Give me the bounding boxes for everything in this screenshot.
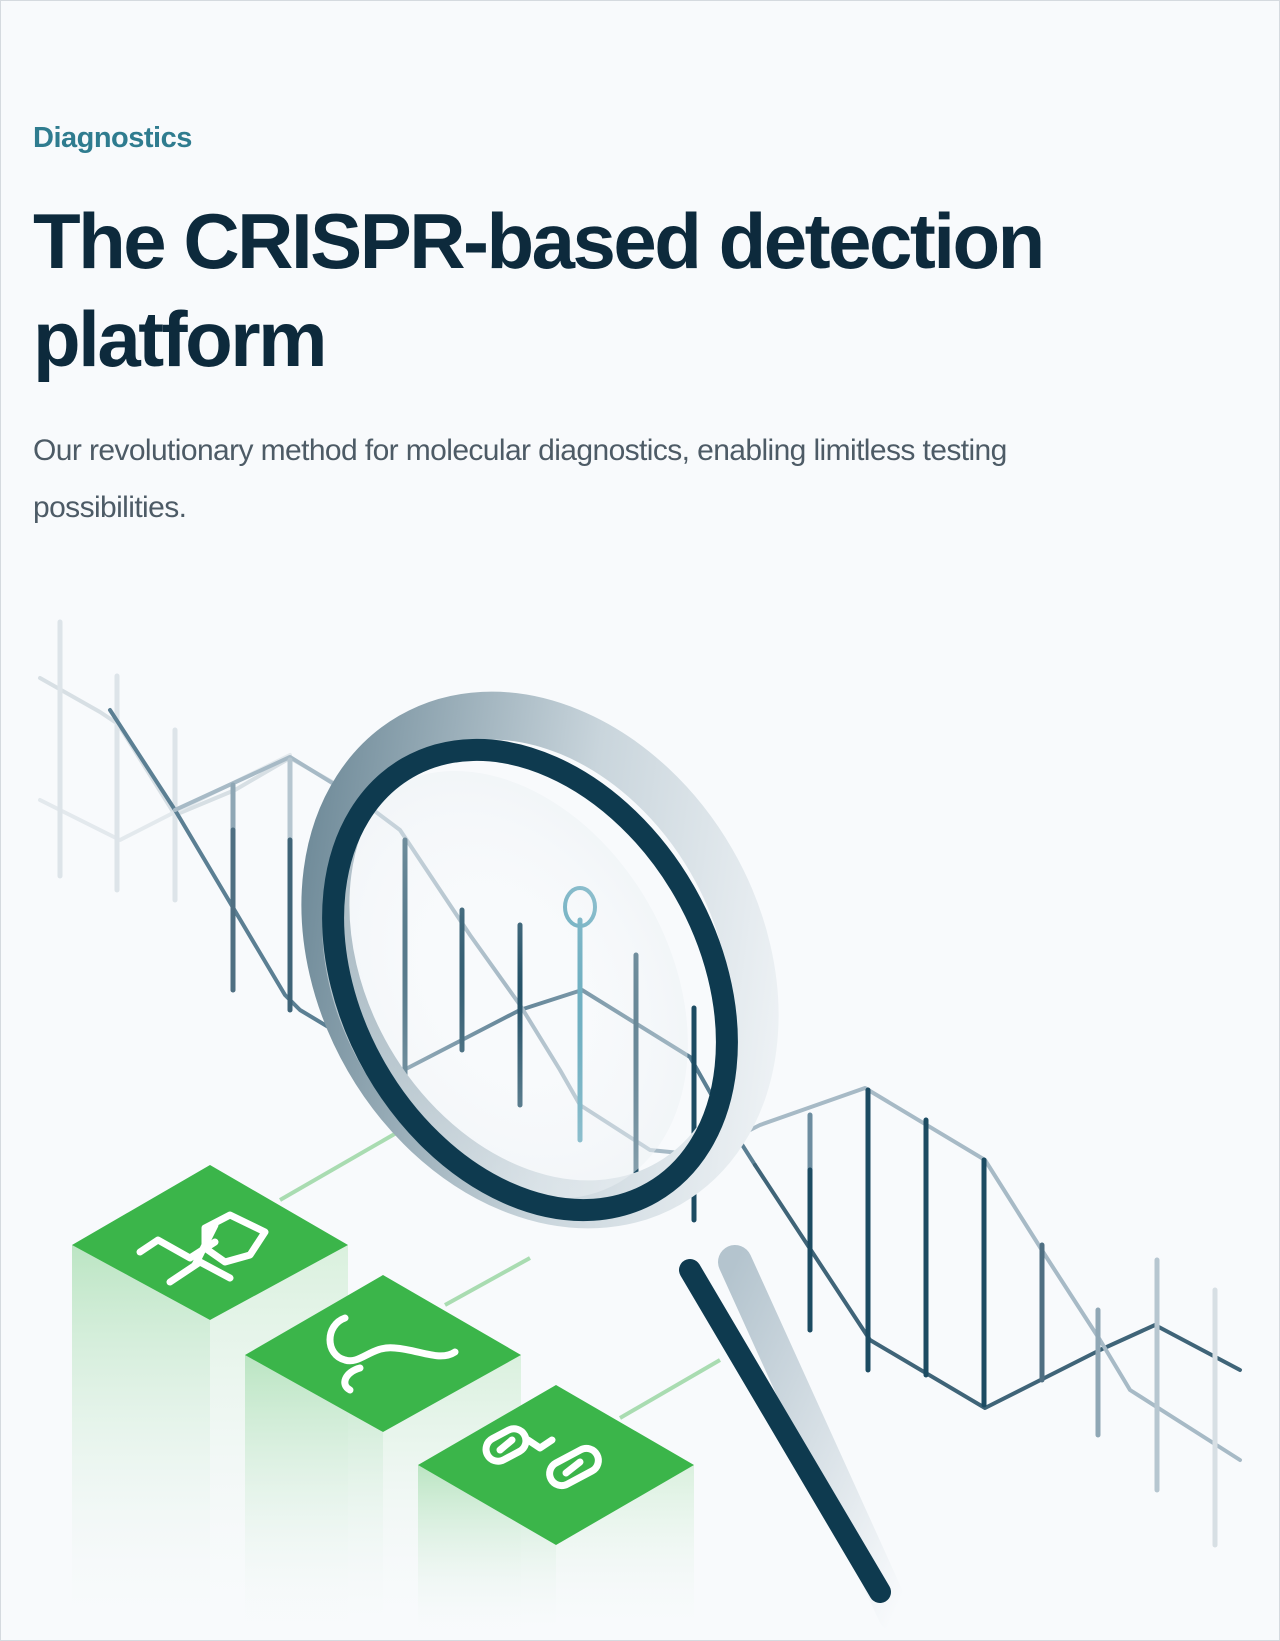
crispr-detection-illustration	[38, 619, 1242, 1641]
hero-header: Diagnostics The CRISPR-based detection p…	[33, 100, 1213, 536]
page-title: The CRISPR-based detection platform	[33, 197, 1045, 383]
category-label: Diagnostics	[33, 122, 192, 154]
crispr-guide-rna-icon	[326, 1314, 459, 1394]
dna-cleavage-icon	[482, 1425, 602, 1490]
cas-protein-icon	[136, 1211, 269, 1286]
page-subtitle: Our revolutionary method for molecular d…	[33, 434, 1007, 524]
connector-lines	[279, 1126, 722, 1420]
magnifying-glass-icon	[301, 691, 912, 1632]
pillar-dna-cleavage	[418, 1385, 694, 1641]
